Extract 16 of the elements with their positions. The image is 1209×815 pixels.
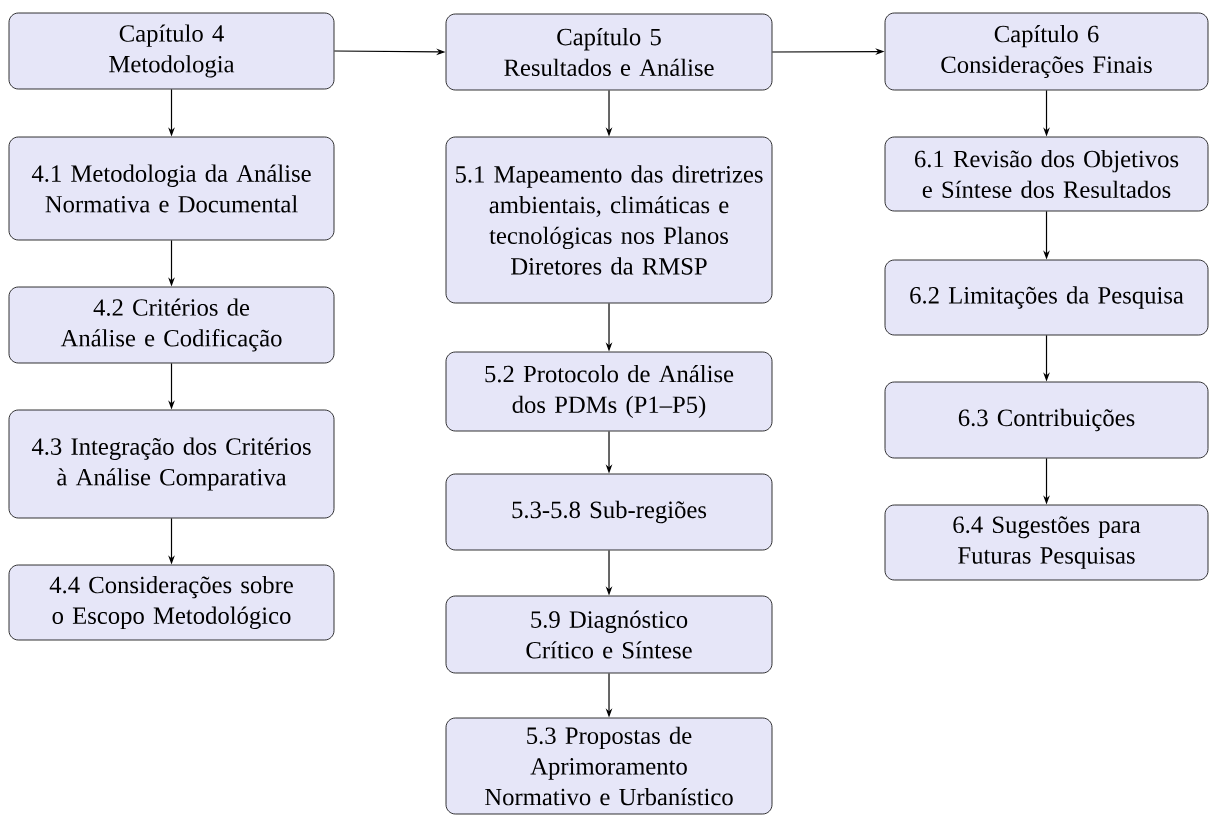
process-box: 5.3-5.8 Sub-regiões [445, 473, 773, 551]
process-box: 6.1 Revisão dos Objetivos e Síntese dos Resultados [884, 136, 1209, 212]
process-box: Capítulo 6 Considerações Finais [884, 12, 1209, 91]
process-box: 4.2 Critérios de Análise e Codificação [8, 286, 335, 364]
process-box: 6.4 Sugestões para Futuras Pesquisas [884, 504, 1209, 581]
process-box: 4.1 Metodologia da Análise Normativa e Documental [8, 136, 335, 241]
process-box: 6.3 Contribuições [884, 381, 1209, 459]
process-box: 6.2 Limitações da Pesquisa [884, 259, 1209, 336]
process-box: 5.3 Propostas de Aprimoramento Normativo e Urbanístico [445, 717, 773, 815]
process-box: 4.4 Considerações sobre o Escopo Metodológico [8, 564, 335, 641]
process-box: 5.9 Diagnóstico Crítico e Síntese [445, 595, 773, 674]
process-box: 5.1 Mapeamento das diretrizes ambientais, climáticas e tecnológicas nos Planos Diretores da RMSP [445, 136, 773, 304]
process-box: 5.2 Protocolo de Análise dos PDMs (P1–P5) [445, 351, 773, 432]
process-box: Capítulo 4 Metodologia [8, 12, 335, 90]
process-box: Capítulo 5 Resultados e Análise [445, 13, 773, 91]
process-box: 4.3 Integração dos Critérios à Análise Comparativa [8, 409, 335, 519]
